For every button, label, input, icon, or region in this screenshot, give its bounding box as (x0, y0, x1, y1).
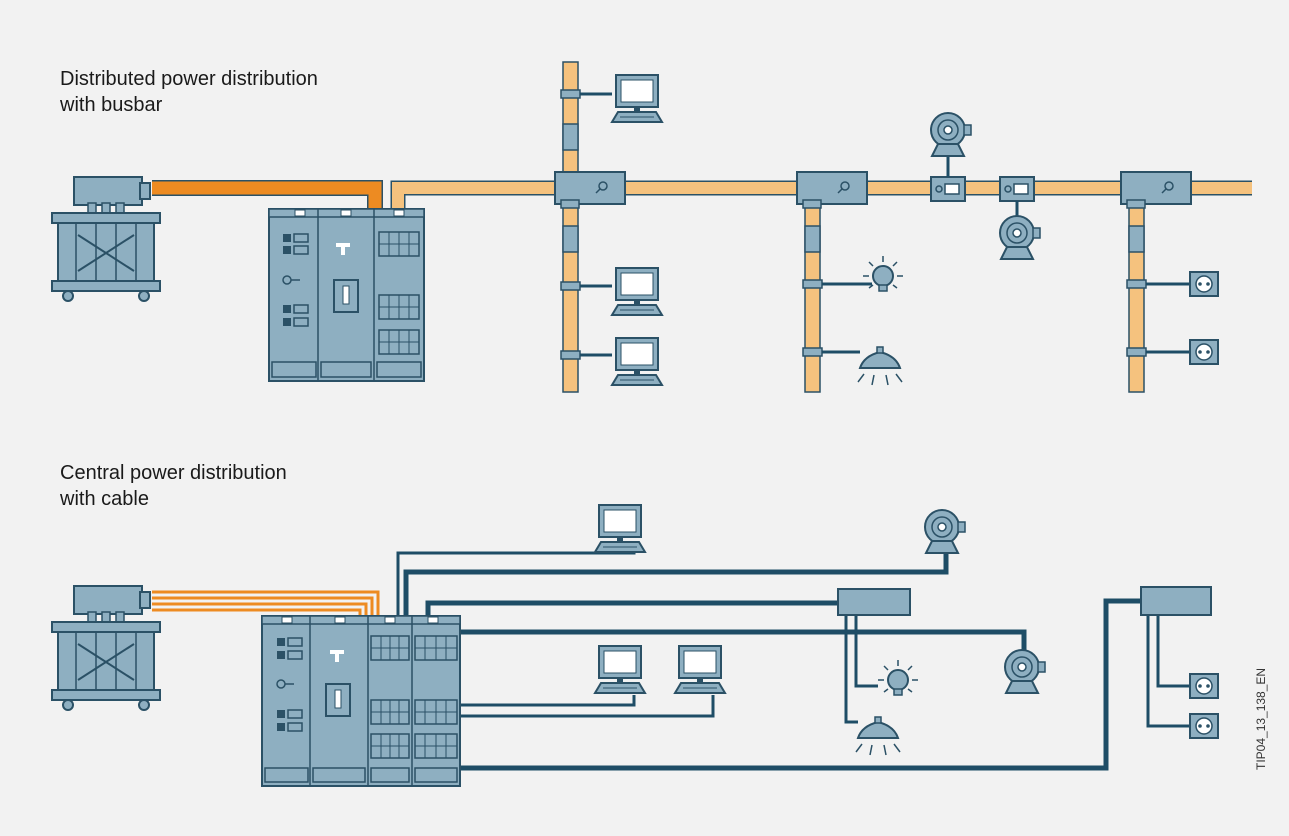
feeder-cables (152, 590, 380, 620)
heading-distributed: Distributed power distribution with busb… (60, 66, 318, 118)
heading-central-line2: with cable (60, 488, 149, 510)
lamp-icon (862, 255, 904, 292)
socket-icon (1189, 339, 1219, 365)
computer-icon (674, 645, 726, 694)
heading-distributed-line2: with busbar (60, 94, 163, 116)
motor-icon (1004, 649, 1046, 694)
computer-icon (594, 645, 646, 694)
transformer-icon (51, 585, 161, 711)
heading-distributed-line1: Distributed power distribution (60, 68, 318, 90)
distribution-box (1140, 586, 1212, 616)
switchboard-icon (268, 208, 425, 382)
main-busbar (392, 182, 1252, 214)
socket-icon (1189, 713, 1219, 739)
computer-icon (611, 337, 663, 386)
tap-off-unit-icon (930, 176, 966, 202)
heading-central-line1: Central power distribution (60, 462, 287, 484)
ceiling-light-icon (855, 716, 901, 756)
busbar-system (51, 61, 1252, 393)
distribution-box (837, 588, 911, 616)
computer-icon (611, 267, 663, 316)
tap-off-unit-icon (999, 176, 1035, 202)
tap-off-unit-icon (1120, 171, 1192, 209)
feeder-busbar (152, 181, 382, 213)
socket-icon (1189, 673, 1219, 699)
tap-off-unit-icon (554, 171, 626, 209)
heading-central: Central power distribution with cable (60, 460, 287, 512)
lamp-icon (877, 659, 919, 696)
switchboard-icon (261, 615, 461, 787)
motor-icon (924, 509, 966, 554)
transformer-icon (51, 176, 161, 302)
cable-system (51, 504, 1219, 787)
motor-icon (999, 215, 1041, 260)
motor-icon (930, 112, 972, 157)
computer-icon (611, 74, 663, 123)
ceiling-light-icon (857, 346, 903, 386)
socket-icon (1189, 271, 1219, 297)
outgoing-cables (396, 545, 1190, 771)
tap-off-unit-icon (796, 171, 868, 209)
computer-icon (594, 504, 646, 553)
